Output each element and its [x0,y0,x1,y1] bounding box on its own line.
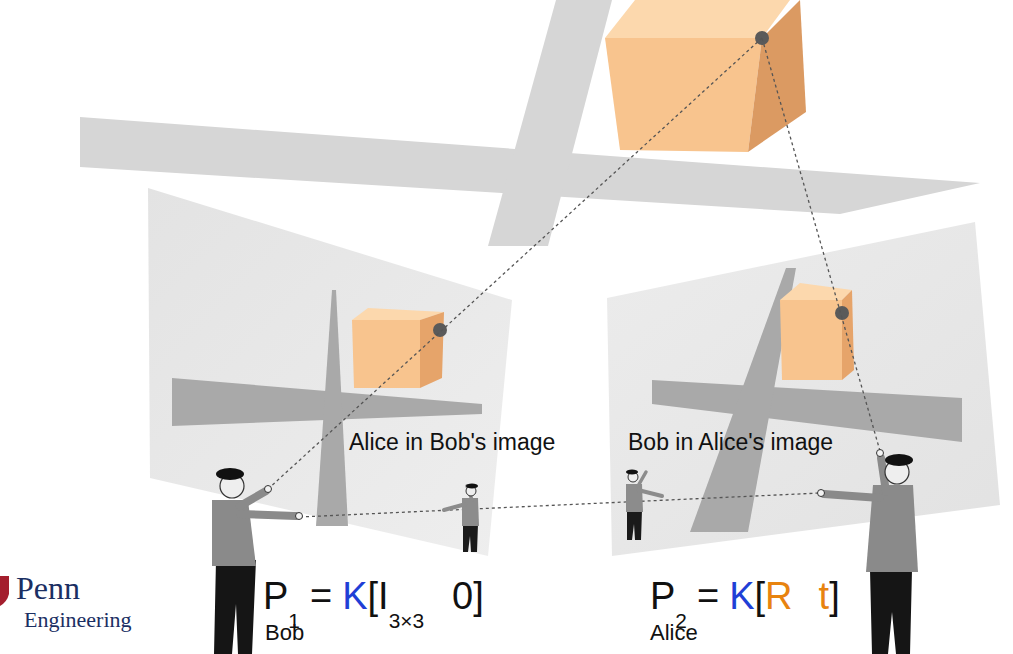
ground-band [488,0,612,246]
person-legs [463,524,478,552]
matrix-term: t [819,577,830,615]
matrix-term: = [697,577,719,615]
matrix-term: 0 [452,577,473,615]
box-front-face [605,38,762,152]
person-beret [626,470,638,475]
label-text: [ [755,577,766,615]
ray-line [268,38,762,489]
image-box-front [352,320,420,388]
image-caption: Alice in Bob's image [349,431,555,454]
matrix-term: K [342,577,367,615]
matrix-term: = [310,577,332,615]
label-text: Penn [16,572,80,604]
matrix-term: 3×3 [389,611,424,632]
image-caption: Bob in Alice's image [628,431,833,454]
person-arm [240,514,296,516]
image-box-top [780,283,852,300]
camera-matrix: P1=K[I3×30] [263,577,484,615]
label-text: [ [368,577,379,615]
ray-line [762,38,880,451]
person-arm [240,491,266,506]
image-ground-band [316,290,348,526]
person-torso [212,500,256,566]
camera-matrix: P2=K[Rt] [650,577,840,615]
logo-wordmark: Penn [16,572,80,604]
image-plane [148,188,512,556]
camera-name: Alice [650,622,698,644]
box-side-face [748,0,806,152]
person-beret [466,484,478,489]
logo-subtitle: Engineering [24,609,132,631]
person-beret [216,468,244,480]
person-arm [638,472,646,486]
image-point [433,323,447,337]
matrix-term: R [765,577,792,615]
person-hand [877,450,884,457]
label-text: ] [473,577,484,615]
person-torso [626,484,643,512]
matrix-term: K [729,577,754,615]
label-text: ] [829,577,840,615]
person-legs [214,560,256,654]
label-text: Bob in Alice's image [628,431,833,454]
baseline [300,493,820,517]
person-hand [818,490,825,497]
person-legs [870,570,912,654]
label-text: Bob [265,622,304,644]
person-hand [296,513,303,520]
label-text: P [650,577,675,615]
person-torso [462,498,479,526]
person-arm [824,494,880,498]
label-text: Engineering [24,609,132,631]
person-arm [444,504,466,510]
person-beret [885,454,913,466]
image-box-side [842,290,854,380]
label-text: P [263,577,288,615]
person-arm [638,490,662,496]
label-text: Alice [650,622,698,644]
image-box-front [780,300,842,380]
image-plane [607,222,1000,556]
logo-shield [0,576,9,606]
person-hand [265,486,272,493]
camera-name: Bob [265,622,304,644]
label-text: I [378,577,389,615]
person-legs [627,510,642,540]
label-text: Alice in Bob's image [349,431,555,454]
image-ground-band [690,268,796,532]
